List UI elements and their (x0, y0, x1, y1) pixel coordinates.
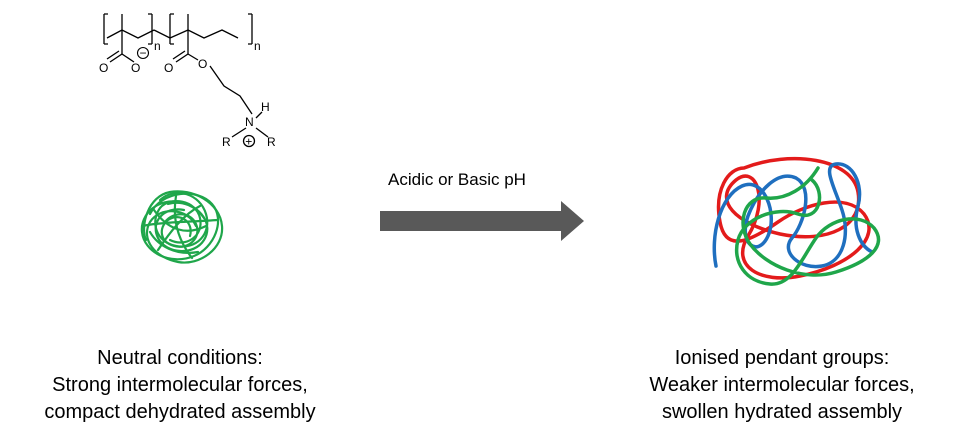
nitrogen-atom: N (245, 115, 254, 129)
c-o-double-2b (172, 50, 186, 60)
bracket-left-1 (103, 13, 108, 45)
bracket-right-1 (148, 13, 153, 45)
c-o-single-1 (121, 53, 135, 63)
backbone-2 (153, 29, 239, 39)
plus-circle (242, 134, 256, 148)
ester-oxygen: O (198, 57, 207, 71)
hydrogen-atom: H (261, 100, 270, 114)
left-caption-line-1: Neutral conditions: (97, 347, 263, 369)
c-o-double-1b (106, 50, 120, 60)
bracket-right-2 (248, 13, 253, 45)
right-caption-line-3: swollen hydrated assembly (661, 401, 903, 423)
polymer-structure (103, 13, 269, 148)
n-h-bond (255, 111, 263, 119)
subscript-n-2: n (254, 39, 261, 53)
c-o-double-1a (109, 53, 123, 63)
ethyl-linker (209, 65, 253, 115)
c-o-double-2a (175, 53, 189, 63)
anion-oxygen: O (131, 61, 140, 75)
n-r-bond-left (231, 127, 247, 138)
plus-sign: + (245, 135, 252, 149)
backbone-1 (106, 29, 155, 39)
carbonyl-oxygen-2: O (164, 61, 173, 75)
swollen-coil (712, 157, 881, 286)
minus-circle (136, 46, 150, 60)
r-group-right: R (267, 135, 276, 149)
blue-chain (712, 162, 874, 269)
left-caption-line-2: Strong intermolecular forces, (52, 374, 308, 396)
right-caption-line-2: Weaker intermolecular forces, (649, 374, 915, 396)
n-r-bond-right (255, 127, 269, 138)
green-chain (734, 166, 881, 286)
minus-sign: − (140, 46, 147, 60)
right-caption-line-1: Ionised pendant groups: (674, 347, 890, 369)
compact-coil (140, 190, 224, 264)
bracket-left-2 (169, 13, 174, 45)
r-group-left: R (222, 135, 231, 149)
carbonyl-oxygen-1: O (99, 61, 108, 75)
left-caption: Neutral conditions: Strong intermolecula… (20, 345, 340, 426)
reaction-arrow (380, 201, 584, 241)
left-caption-line-3: compact dehydrated assembly (44, 401, 316, 423)
right-caption: Ionised pendant groups: Weaker intermole… (610, 345, 954, 426)
subscript-n-1: n (154, 39, 161, 53)
arrow-label: Acidic or Basic pH (388, 170, 526, 189)
c-o-single-2 (187, 53, 199, 61)
